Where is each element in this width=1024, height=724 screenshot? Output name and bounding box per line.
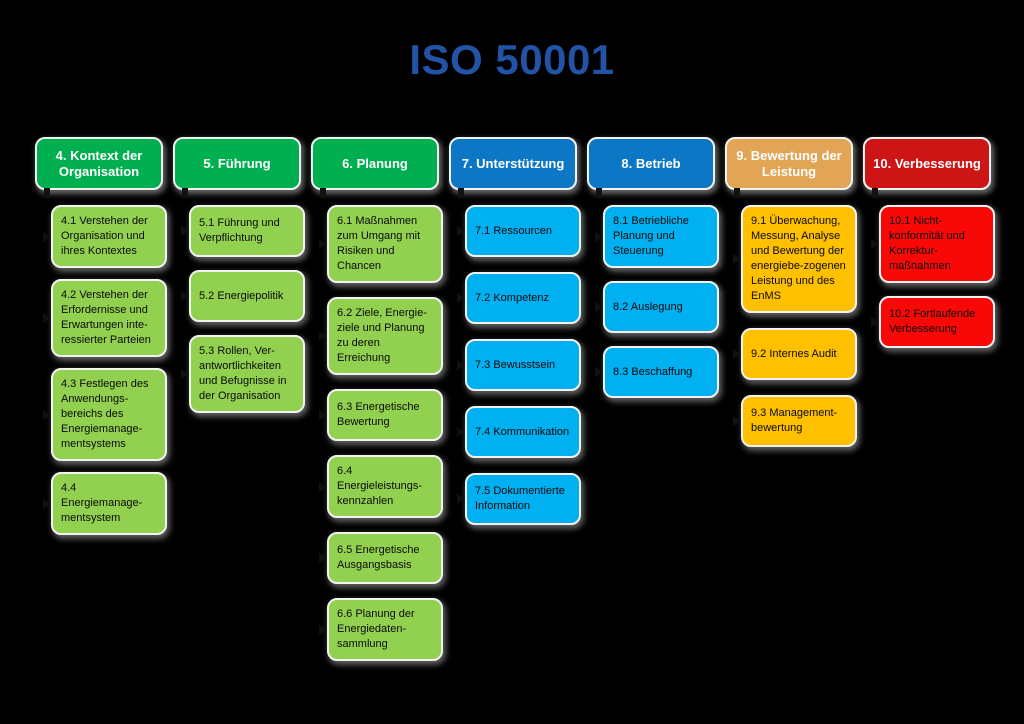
node-10-1: 10.1 Nicht-konformität und Korrektur-maß… xyxy=(879,205,995,283)
column-verbesserung: 10. Verbesserung 10.1 Nicht-konformität … xyxy=(863,137,995,661)
column-planung: 6. Planung 6.1 Maßnahmen zum Umgang mit … xyxy=(311,137,443,661)
node-7-3: 7.3 Bewusstsein xyxy=(465,339,581,391)
column-kontext-boxes: 4.1 Verstehen der Organisation und ihres… xyxy=(51,205,167,535)
node-6-6: 6.6 Planung der Energiedaten-sammlung xyxy=(327,598,443,661)
node-7-2: 7.2 Kompetenz xyxy=(465,272,581,324)
node-7-5: 7.5 Dokumentierte Information xyxy=(465,473,581,525)
node-5-1: 5.1 Führung und Verpflichtung xyxy=(189,205,305,257)
node-6-4: 6.4 Energieleistungs-kennzahlen xyxy=(327,455,443,518)
page-title: ISO 50001 xyxy=(409,36,615,83)
column-kontext: 4. Kontext der Organisation 4.1 Verstehe… xyxy=(35,137,167,661)
column-fuehrung: 5. Führung 5.1 Führung und Verpflichtung… xyxy=(173,137,305,661)
node-10-2: 10.2 Fortlaufende Verbesserung xyxy=(879,296,995,348)
node-6-1: 6.1 Maßnahmen zum Umgang mit Risiken und… xyxy=(327,205,443,283)
node-8-3: 8.3 Beschaffung xyxy=(603,346,719,398)
node-4-4: 4.4 Energiemanage-mentsystem xyxy=(51,472,167,535)
node-7-1: 7.1 Ressourcen xyxy=(465,205,581,257)
node-6-3: 6.3 Energetische Bewertung xyxy=(327,389,443,441)
node-4-2: 4.2 Verstehen der Erfordernisse und Erwa… xyxy=(51,279,167,357)
column-unterstuetzung-boxes: 7.1 Ressourcen 7.2 Kompetenz 7.3 Bewusst… xyxy=(465,205,581,525)
column-betrieb: 8. Betrieb 8.1 Betriebliche Planung und … xyxy=(587,137,719,661)
node-5-2: 5.2 Energiepolitik xyxy=(189,270,305,322)
header-kontext: 4. Kontext der Organisation xyxy=(35,137,163,198)
node-6-5: 6.5 Energetische Ausgangsbasis xyxy=(327,532,443,584)
node-9-3: 9.3 Management-bewertung xyxy=(741,395,857,447)
column-unterstuetzung: 7. Unterstützung 7.1 Ressourcen 7.2 Komp… xyxy=(449,137,581,661)
column-betrieb-boxes: 8.1 Betriebliche Planung und Steuerung 8… xyxy=(603,205,719,398)
node-8-1: 8.1 Betriebliche Planung und Steuerung xyxy=(603,205,719,268)
column-fuehrung-boxes: 5.1 Führung und Verpflichtung 5.2 Energi… xyxy=(189,205,305,413)
diagram-columns: 4. Kontext der Organisation 4.1 Verstehe… xyxy=(35,137,995,661)
header-bewertung: 9. Bewertung der Leistung xyxy=(725,137,853,198)
header-verbesserung: 10. Verbesserung xyxy=(863,137,991,198)
node-7-4: 7.4 Kommunikation xyxy=(465,406,581,458)
node-5-3: 5.3 Rollen, Ver-antwortlichkeiten und Be… xyxy=(189,335,305,413)
column-bewertung: 9. Bewertung der Leistung 9.1 Überwachun… xyxy=(725,137,857,661)
node-9-1: 9.1 Überwachung, Messung, Analyse und Be… xyxy=(741,205,857,313)
node-4-1: 4.1 Verstehen der Organisation und ihres… xyxy=(51,205,167,268)
node-9-2: 9.2 Internes Audit xyxy=(741,328,857,380)
header-unterstuetzung: 7. Unterstützung xyxy=(449,137,577,198)
column-bewertung-boxes: 9.1 Überwachung, Messung, Analyse und Be… xyxy=(741,205,857,447)
node-6-2: 6.2 Ziele, Energie-ziele und Planung zu … xyxy=(327,297,443,375)
header-fuehrung: 5. Führung xyxy=(173,137,301,198)
header-planung: 6. Planung xyxy=(311,137,439,198)
header-betrieb: 8. Betrieb xyxy=(587,137,715,198)
node-4-3: 4.3 Festlegen des Anwendungs-bereichs de… xyxy=(51,368,167,461)
node-8-2: 8.2 Auslegung xyxy=(603,281,719,333)
column-planung-boxes: 6.1 Maßnahmen zum Umgang mit Risiken und… xyxy=(327,205,443,661)
column-verbesserung-boxes: 10.1 Nicht-konformität und Korrektur-maß… xyxy=(879,205,995,348)
